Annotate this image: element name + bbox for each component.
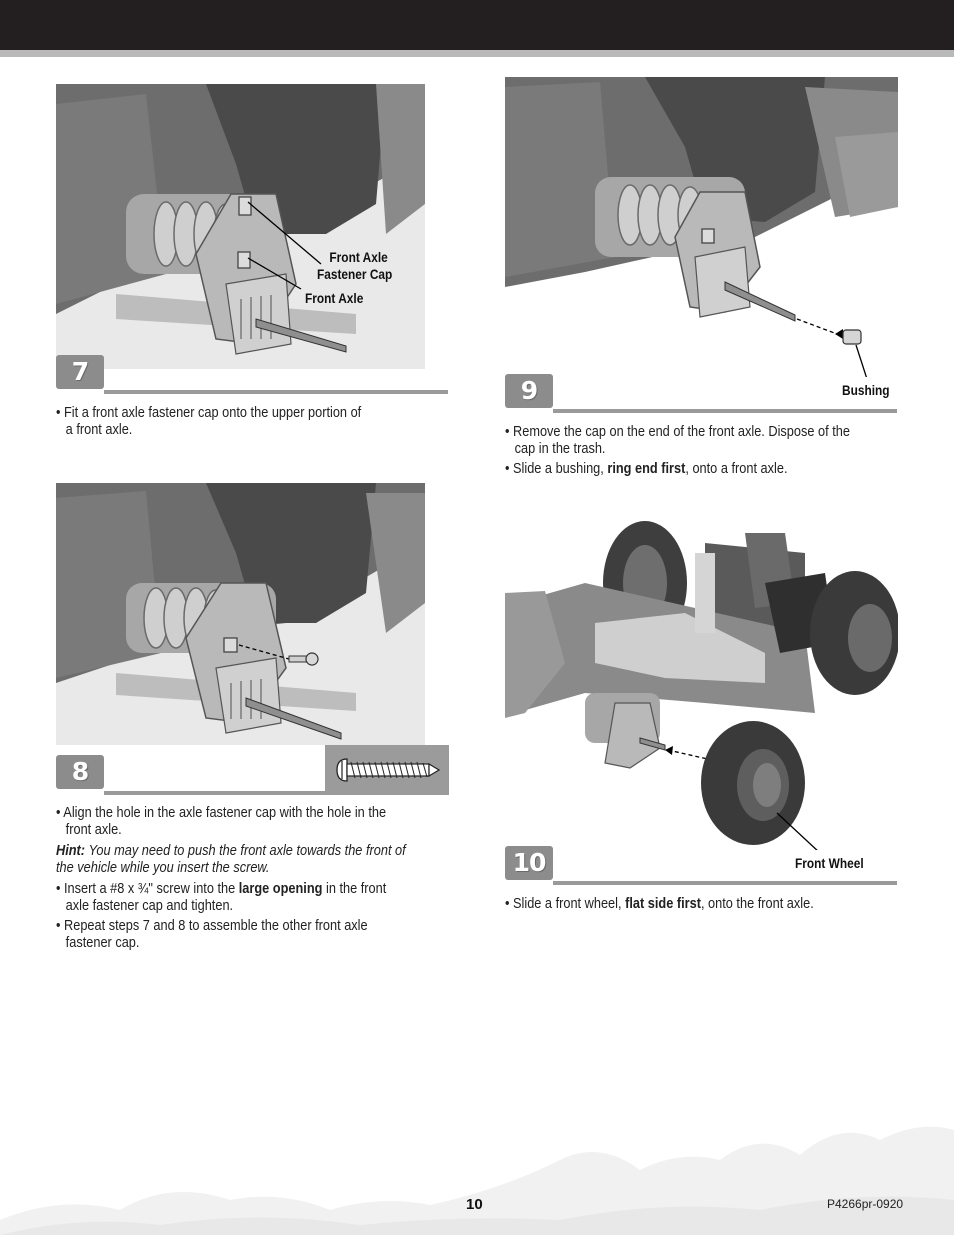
step-10-bullet-1: • Slide a front wheel, flat side first, … xyxy=(505,896,814,912)
page-number: 10 xyxy=(466,1196,483,1213)
callout-front-axle: Front Axle xyxy=(305,291,364,306)
step-10-illustration xyxy=(505,513,898,850)
header-stripe xyxy=(0,50,954,57)
step-9-illustration xyxy=(505,77,898,377)
step-10-divider xyxy=(553,881,897,885)
step-8-illustration xyxy=(56,483,425,745)
step-8-bullet-2: • Insert a #8 x ¾" screw into the large … xyxy=(56,881,387,897)
step-8-hint: Hint: You may need to push the front axl… xyxy=(56,843,406,859)
footer-terrain-decoration xyxy=(0,1126,954,1235)
step-7-number-badge: 7 xyxy=(56,355,104,389)
step-9-bullet-2: • Slide a bushing, ring end first, onto … xyxy=(505,461,788,477)
step-9-instructions: • Remove the cap on the end of the front… xyxy=(505,424,850,477)
step-9-number-badge: 9 xyxy=(505,374,553,408)
callout-front-wheel: Front Wheel xyxy=(795,856,864,871)
callout-bushing: Bushing xyxy=(842,383,890,398)
step-9-divider xyxy=(553,409,897,413)
product-code: P4266pr-0920 xyxy=(827,1197,904,1211)
step-10-number-badge: 10 xyxy=(505,846,553,880)
step-7-illustration xyxy=(56,84,425,369)
callout-fastener-cap: Front Axle Fastener Cap xyxy=(317,250,393,282)
step-8-divider xyxy=(104,791,325,795)
screw-hardware-box xyxy=(325,745,449,795)
step-7-instructions: • Fit a front axle fastener cap onto the… xyxy=(56,405,362,438)
header-bar xyxy=(0,0,954,50)
step-10-instructions: • Slide a front wheel, flat side first, … xyxy=(505,896,814,913)
step-8-number-badge: 8 xyxy=(56,755,104,789)
step-7-divider xyxy=(104,390,448,394)
step-8-instructions: • Align the hole in the axle fastener ca… xyxy=(56,805,406,951)
